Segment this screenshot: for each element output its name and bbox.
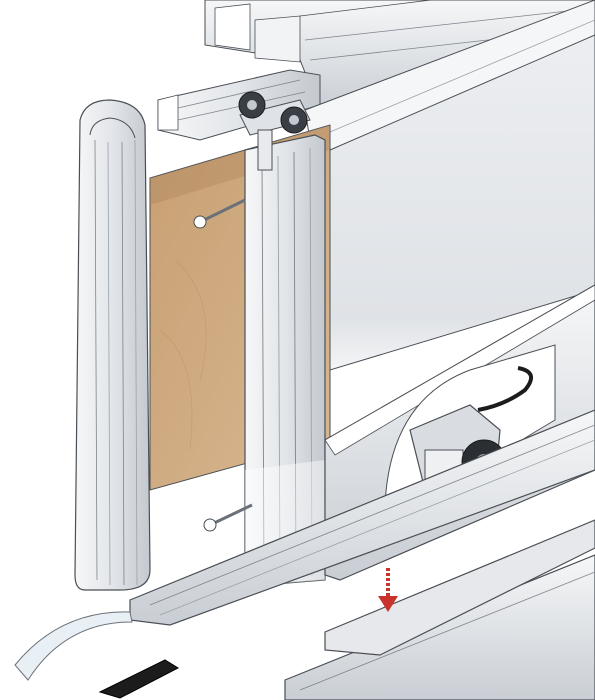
top-roller-assembly xyxy=(238,91,311,171)
vertical-door-profile xyxy=(244,134,326,586)
side-handle-profile-left xyxy=(74,99,151,591)
black-end-clip xyxy=(98,659,180,699)
mounting-screw xyxy=(203,503,253,532)
mounting-screw xyxy=(193,198,246,229)
grey-door-panel xyxy=(304,0,595,371)
insertion-arrow xyxy=(378,568,398,612)
clear-seal-strip xyxy=(14,611,133,681)
bottom-track xyxy=(129,409,595,700)
cover-strip xyxy=(324,519,595,656)
